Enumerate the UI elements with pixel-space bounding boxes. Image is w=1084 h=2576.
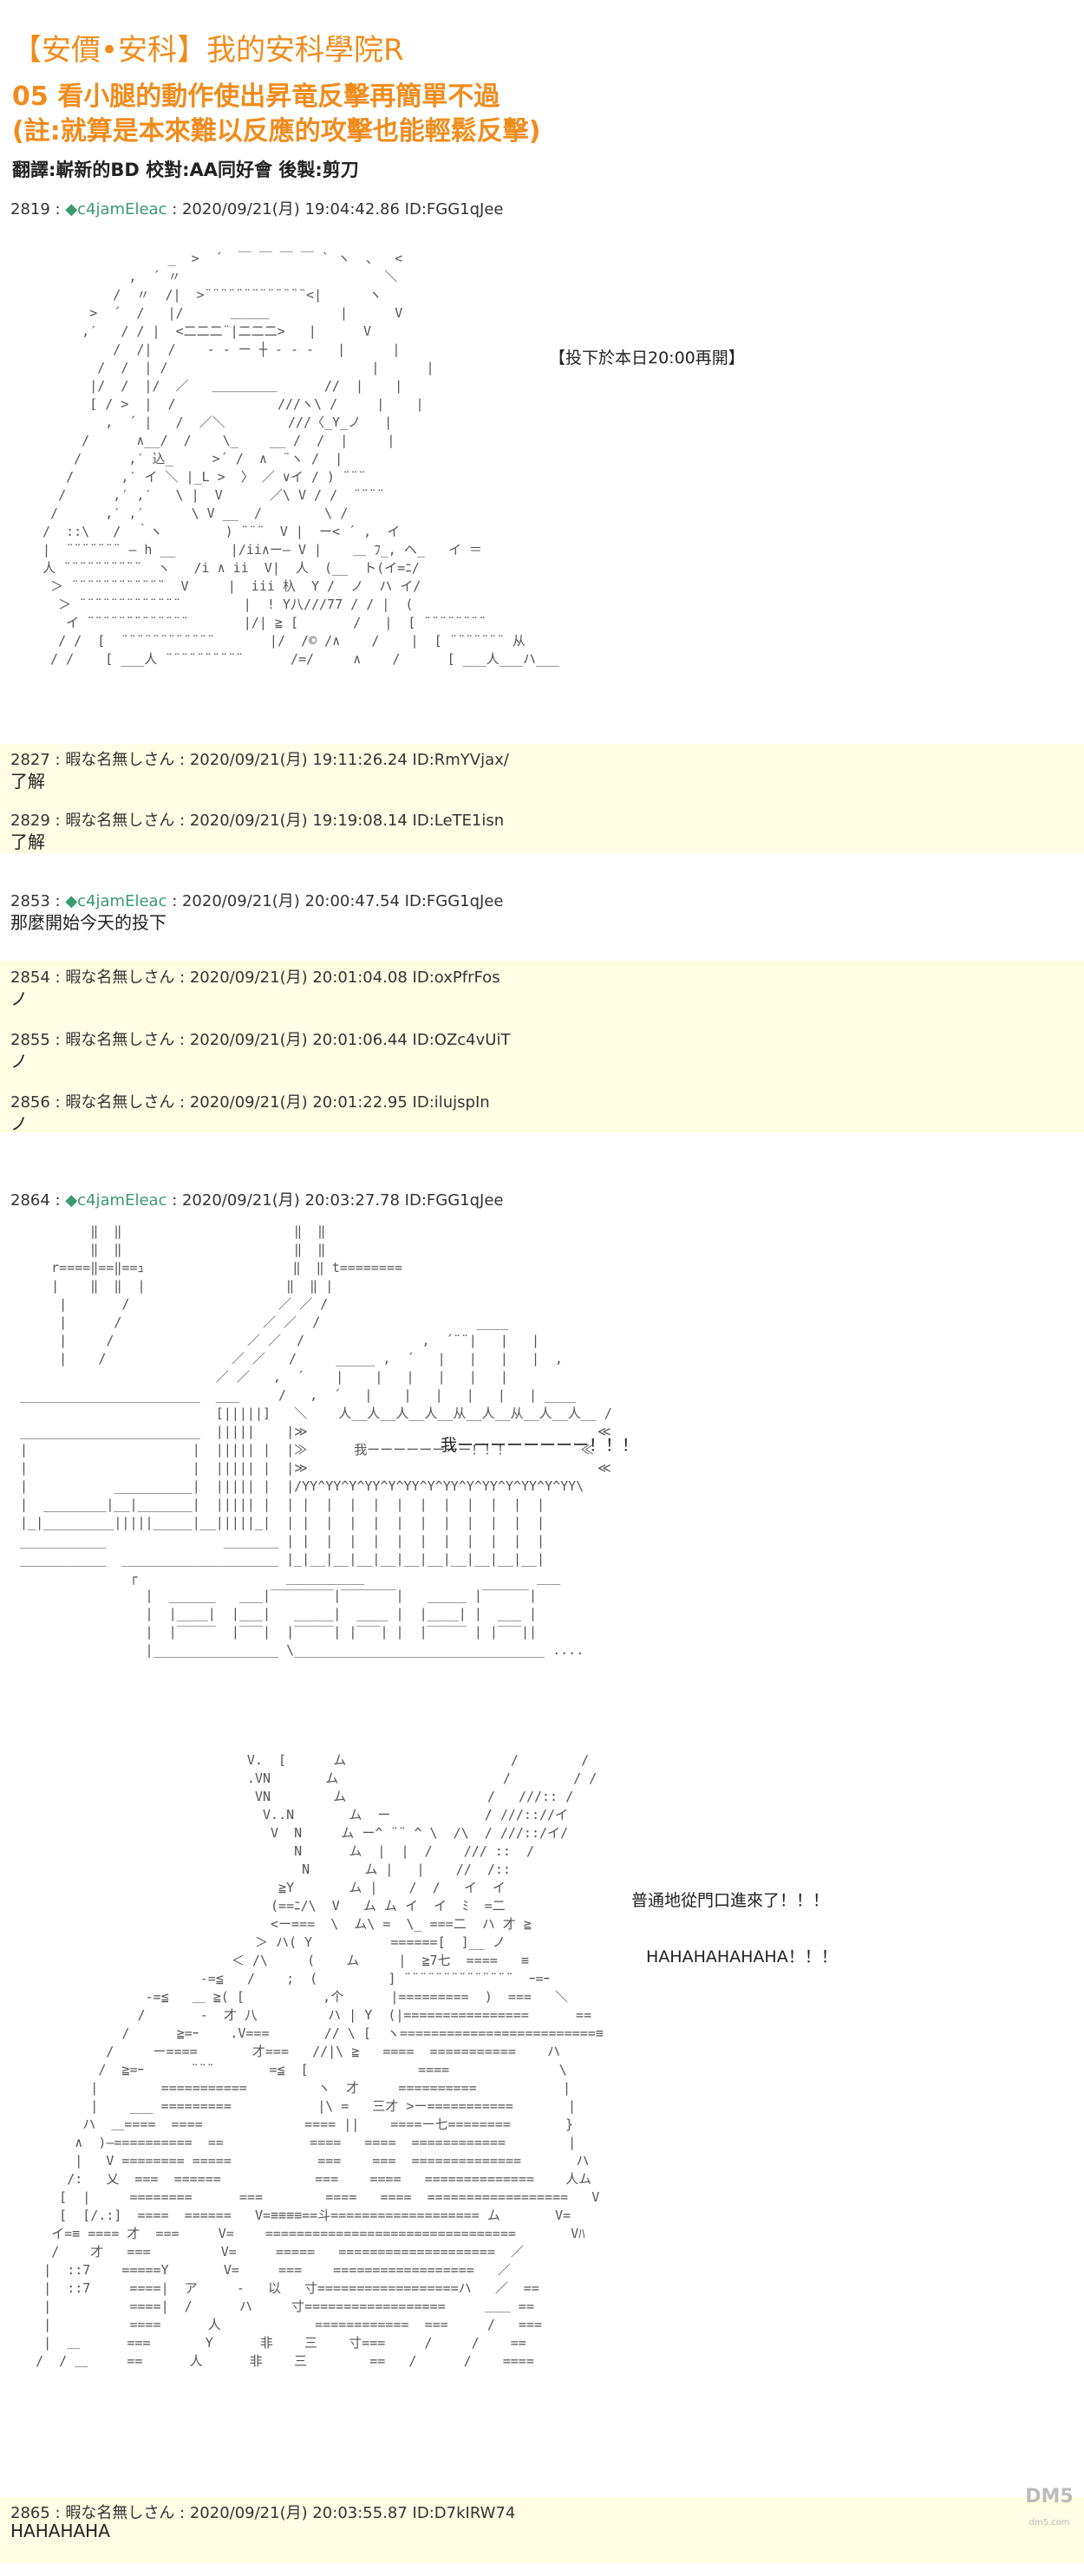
- post-header: 2854 : 暇な名無しさん : 2020/09/21(月) 20:01:04.…: [10, 968, 500, 987]
- post-body: 那麼開始今天的投下: [10, 912, 167, 933]
- aa-caption: 普通地從門口進來了！！！: [631, 1891, 830, 1910]
- diamond-icon: ◆: [65, 200, 78, 218]
- post-body: ノ: [10, 1051, 28, 1072]
- post-meta: : 2020/09/21(月) 20:03:55.87 ID:D7kIRW74: [174, 2504, 516, 2522]
- chapter-title-line1: 05 看小腿的動作使出昇竜反擊再簡單不過: [12, 82, 500, 112]
- post-header: 2856 : 暇な名無しさん : 2020/09/21(月) 20:01:22.…: [10, 1093, 490, 1112]
- diamond-icon: ◆: [65, 1191, 78, 1210]
- post-meta: : 2020/09/21(月) 19:11:26.24 ID:RmYVjax/: [174, 751, 509, 769]
- post-body: 了解: [10, 771, 45, 792]
- page-title: 【安價•安科】我的安科學院R: [12, 33, 404, 68]
- aa-caption: 【投下於本日20:00再開】: [549, 349, 745, 368]
- credits-line: 翻譯:嶄新的BD 校對:AA同好會 後製:剪刀: [12, 160, 359, 180]
- post-author: c4jamEleac: [77, 892, 167, 910]
- post-header: 2819 : ◆c4jamEleac : 2020/09/21(月) 19:04…: [10, 200, 504, 218]
- ascii-art-3: V. [ ム / / .VN ム / / / VN ム / ///:: /: [36, 1752, 604, 2369]
- dm5-logo-icon: DM5 dm5.com: [1027, 2486, 1072, 2527]
- chapter-title: 05 看小腿的動作使出昇竜反擊再簡單不過 (註:就算是本來難以反應的攻擊也能輕鬆…: [12, 80, 540, 149]
- post-body: ノ: [10, 1113, 28, 1134]
- post-header: 2829 : 暇な名無しさん : 2020/09/21(月) 19:19:08.…: [10, 812, 505, 830]
- reply-band: [0, 2497, 1084, 2563]
- post-author: 暇な名無しさん: [65, 812, 175, 830]
- post-number[interactable]: 2856: [10, 1093, 50, 1112]
- reply-band: [0, 744, 1084, 853]
- ascii-art-1: _ > ´ ￣ ￣ ￣ ￣ ` ヽ 、 < , ´ 〃 ＼ / 〃 /| >¨¨…: [42, 251, 559, 667]
- post-meta: : 2020/09/21(月) 20:01:22.95 ID:ilujspIn: [174, 1093, 490, 1112]
- post-author: 暇な名無しさん: [65, 1093, 175, 1112]
- post-header: 2827 : 暇な名無しさん : 2020/09/21(月) 19:11:26.…: [10, 751, 509, 769]
- post-body: 了解: [10, 831, 45, 852]
- post-number[interactable]: 2855: [10, 1031, 50, 1049]
- post-header: 2855 : 暇な名無しさん : 2020/09/21(月) 20:01:06.…: [10, 1031, 511, 1049]
- watermark-text: DM5: [1027, 2486, 1072, 2508]
- post-meta: : 2020/09/21(月) 20:01:06.44 ID:OZc4vUiT: [174, 1031, 511, 1049]
- post-number[interactable]: 2865: [10, 2504, 50, 2522]
- post-number[interactable]: 2819: [10, 200, 50, 218]
- post-meta: : 2020/09/21(月) 20:00:47.54 ID:FGG1qJee: [167, 892, 504, 910]
- diamond-icon: ◆: [65, 892, 78, 910]
- post-author: 暇な名無しさん: [65, 751, 175, 769]
- post-body: ノ: [10, 988, 28, 1009]
- post-number[interactable]: 2827: [10, 751, 50, 769]
- post-author: c4jamEleac: [77, 200, 167, 218]
- post-meta: : 2020/09/21(月) 19:19:08.14 ID:LeTE1isn: [174, 812, 505, 830]
- post-number[interactable]: 2853: [10, 892, 50, 910]
- post-author: 暇な名無しさん: [65, 2504, 175, 2522]
- post-meta: : 2020/09/21(月) 20:01:04.08 ID:oxPfrFos: [174, 968, 500, 987]
- aa-caption: HAHAHAHAHAHA！！！: [646, 1947, 838, 1966]
- watermark-subtext: dm5.com: [1029, 2518, 1070, 2527]
- chapter-title-line2: (註:就算是本來難以反應的攻擊也能輕鬆反擊): [12, 116, 541, 147]
- post-number[interactable]: 2864: [10, 1191, 50, 1210]
- ascii-art-2: ‖ ‖ ‖ ‖ ‖ ‖ ‖ ‖ r====‖==‖==ｭ ‖ ‖ t======…: [20, 1223, 612, 1658]
- post-number[interactable]: 2854: [10, 968, 50, 987]
- aa-caption: 我ーーーーーーーー！！！: [441, 1436, 639, 1455]
- post-author: 暇な名無しさん: [65, 968, 175, 987]
- post-author: c4jamEleac: [77, 1191, 167, 1210]
- post-header: 2864 : ◆c4jamEleac : 2020/09/21(月) 20:03…: [10, 1191, 504, 1210]
- post-author: 暇な名無しさん: [65, 1031, 175, 1049]
- post-header: 2853 : ◆c4jamEleac : 2020/09/21(月) 20:00…: [10, 892, 504, 910]
- post-meta: : 2020/09/21(月) 19:04:42.86 ID:FGG1qJee: [167, 200, 504, 218]
- reply-band: [0, 961, 1084, 1132]
- post-body: HAHAHAHA: [10, 2521, 110, 2541]
- post-number[interactable]: 2829: [10, 812, 50, 830]
- post-header: 2865 : 暇な名無しさん : 2020/09/21(月) 20:03:55.…: [10, 2504, 516, 2522]
- post-meta: : 2020/09/21(月) 20:03:27.78 ID:FGG1qJee: [167, 1191, 504, 1210]
